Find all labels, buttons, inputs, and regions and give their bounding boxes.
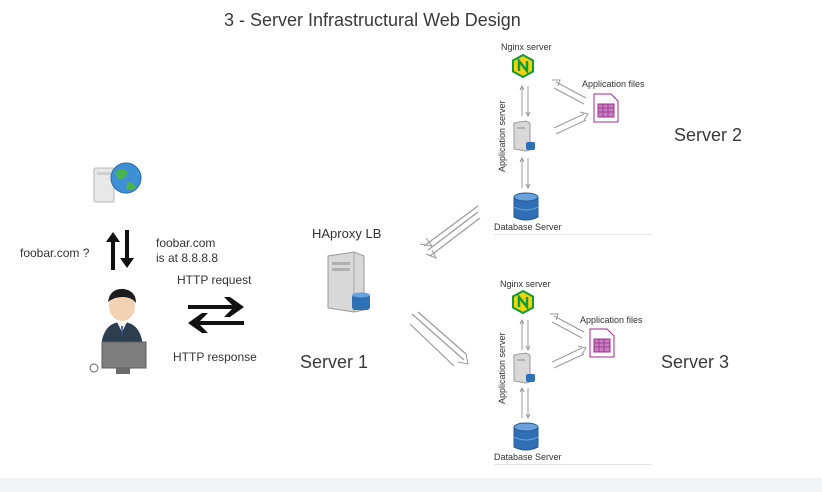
document-file-icon [593, 93, 619, 123]
dns-exchange-arrows-icon [106, 230, 134, 270]
database-cylinder-icon [513, 192, 539, 221]
server3-nginx-label: Nginx server [500, 279, 551, 289]
app-server-icon [513, 352, 535, 384]
server2-divider [494, 234, 652, 235]
server2-app-files-arrows-icon [552, 79, 589, 135]
http-exchange-arrows-icon [188, 297, 244, 333]
server2-nginx-label: Nginx server [501, 42, 552, 52]
server2-app-files-label: Application files [582, 79, 645, 89]
server2-app-server-label: Application server [497, 100, 507, 172]
app-server-icon [513, 120, 535, 152]
server2-app-db-arrows-icon [519, 156, 531, 190]
server3-nginx-app-arrows-icon [519, 318, 531, 352]
document-file-icon [589, 328, 615, 358]
web-globe-icon [93, 162, 142, 203]
server3-divider [494, 464, 652, 465]
http-request-label: HTTP request [177, 273, 252, 287]
server3-app-files-label: Application files [580, 315, 643, 325]
nginx-logo-icon [512, 289, 534, 315]
server2-label: Server 2 [674, 125, 743, 145]
server3-app-server-label: Application server [497, 332, 507, 404]
dns-answer-domain: foobar.com [156, 236, 216, 250]
server1-label: Server 1 [300, 352, 369, 372]
database-cylinder-icon [513, 422, 539, 451]
user-at-laptop-icon [89, 288, 147, 374]
dns-query-label: foobar.com ? [20, 246, 90, 260]
server3-app-db-arrows-icon [519, 386, 531, 420]
lb-to-server2-arrow-icon [419, 205, 481, 259]
database-badge-icon [352, 294, 370, 310]
server2-db-label: Database Server [494, 222, 562, 232]
server2-nginx-app-arrows-icon [519, 84, 531, 118]
load-balancer-label: HAproxy LB [312, 226, 382, 241]
dns-answer-ip: is at 8.8.8.8 [156, 251, 219, 265]
server3-db-label: Database Server [494, 452, 562, 462]
server3-label: Server 3 [661, 352, 730, 372]
lb-to-server3-arrow-icon [409, 311, 469, 367]
diagram-title: 3 - Server Infrastructural Web Design [224, 10, 521, 30]
bottom-scroll-bar [0, 478, 822, 492]
server-tower-icon [327, 251, 370, 313]
nginx-logo-icon [512, 53, 534, 79]
server3-app-files-arrows-icon [550, 313, 587, 369]
http-response-label: HTTP response [173, 350, 257, 364]
